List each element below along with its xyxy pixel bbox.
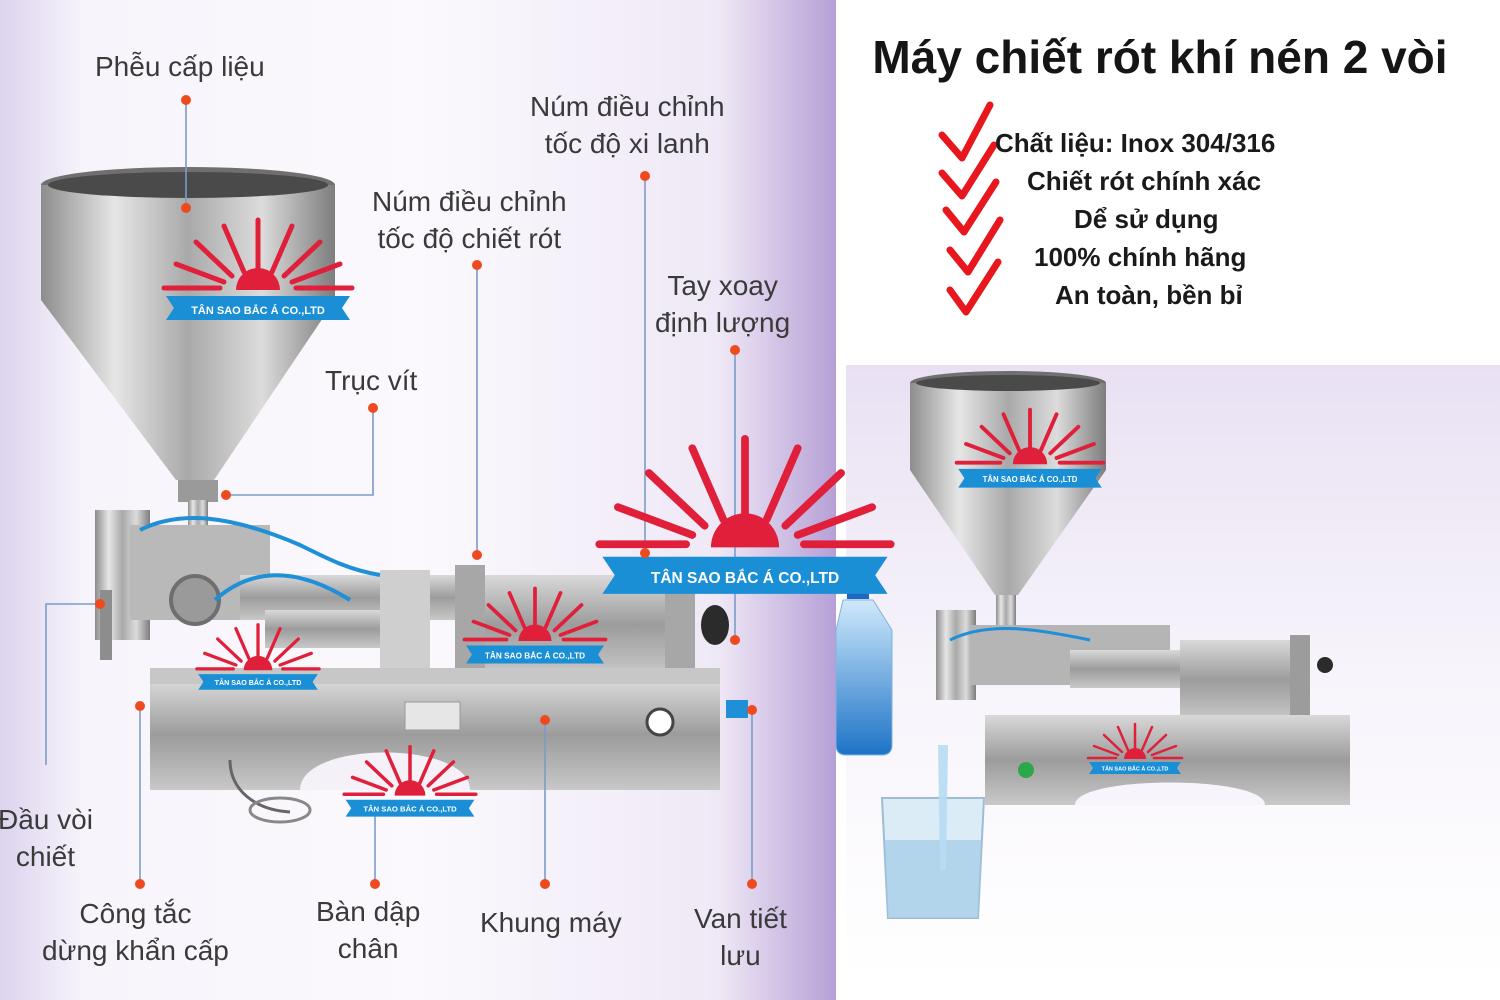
svg-text:TÂN SAO BẮC Á CO.,LTD: TÂN SAO BẮC Á CO.,LTD — [191, 304, 325, 317]
annotation-dot — [747, 705, 757, 715]
annotation-dot — [135, 879, 145, 889]
svg-text:TÂN SAO BẮC Á CO.,LTD: TÂN SAO BẮC Á CO.,LTD — [983, 475, 1078, 484]
label-screw: Trục vít — [325, 365, 418, 396]
annotation-dot — [368, 403, 378, 413]
check-icon — [946, 258, 1002, 316]
annotation-dot — [472, 260, 482, 270]
product-photo — [835, 371, 1350, 919]
page-title: Máy chiết rót khí nén 2 vòi — [872, 31, 1448, 83]
check-icon — [942, 178, 1000, 236]
annotation-dot — [181, 95, 191, 105]
annotation-dot — [540, 715, 550, 725]
company-logo: TÂN SAO BẮC Á CO.,LTD — [599, 439, 890, 594]
annotation-dot — [370, 879, 380, 889]
annotation-dot — [181, 203, 191, 213]
annotation-dot — [640, 548, 650, 558]
feature-item: Chiết rót chính xác — [1027, 166, 1262, 196]
annotation-dot — [730, 635, 740, 645]
svg-text:TÂN SAO BẮC Á CO.,LTD: TÂN SAO BẮC Á CO.,LTD — [215, 678, 302, 687]
check-icon — [938, 101, 994, 162]
annotation-dot — [135, 701, 145, 711]
svg-text:TÂN SAO BẮC Á CO.,LTD: TÂN SAO BẮC Á CO.,LTD — [363, 805, 457, 814]
annotation-dot — [747, 879, 757, 889]
check-icon — [946, 216, 1004, 276]
feature-item: An toàn, bền bỉ — [1055, 280, 1243, 310]
annotation-dot — [730, 345, 740, 355]
company-logo: TÂN SAO BẮC Á CO.,LTD — [462, 586, 608, 666]
company-logo: TÂN SAO BẮC Á CO.,LTD — [1086, 722, 1184, 776]
check-icon — [938, 141, 998, 200]
svg-text:TÂN SAO BẮC Á CO.,LTD: TÂN SAO BẮC Á CO.,LTD — [1102, 765, 1169, 773]
feature-item: Chất liệu: Inox 304/316 — [995, 128, 1276, 158]
company-logo: TÂN SAO BẮC Á CO.,LTD — [954, 407, 1106, 490]
annotation-dot — [472, 550, 482, 560]
feature-item: Dể sử dụng — [1074, 204, 1219, 234]
feature-item: 100% chính hãng — [1034, 242, 1247, 272]
label-frame: Khung máy — [480, 907, 622, 938]
annotation-dot — [640, 171, 650, 181]
company-logo: TÂN SAO BẮC Á CO.,LTD — [164, 220, 352, 320]
svg-text:TÂN SAO BẮC Á CO.,LTD: TÂN SAO BẮC Á CO.,LTD — [651, 569, 839, 587]
annotation-dot — [221, 490, 231, 500]
company-logo: TÂN SAO BẮC Á CO.,LTD — [195, 623, 321, 692]
annotation-dot — [540, 879, 550, 889]
company-logo: TÂN SAO BẮC Á CO.,LTD — [342, 744, 478, 819]
label-hopper: Phễu cấp liệu — [95, 51, 265, 82]
svg-text:TÂN SAO BẮC Á CO.,LTD: TÂN SAO BẮC Á CO.,LTD — [485, 649, 585, 660]
annotation-dot — [95, 599, 105, 609]
